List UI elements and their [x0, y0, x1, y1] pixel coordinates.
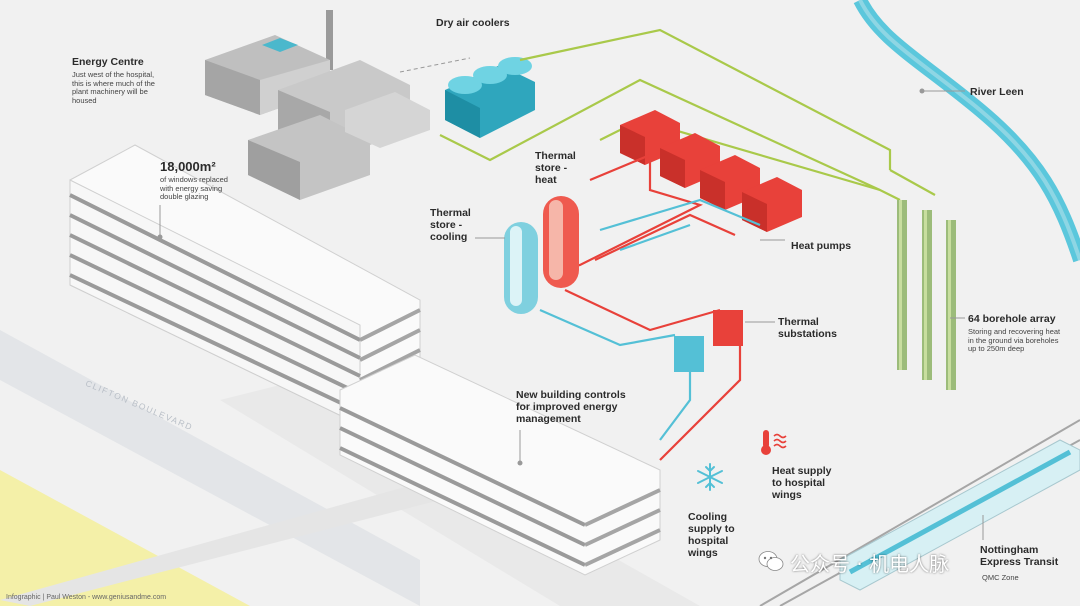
yellow-field — [0, 470, 250, 606]
borehole-array — [897, 200, 956, 390]
dry-air-coolers — [445, 57, 535, 138]
thermal-store-cooling-label: Thermal store - cooling — [430, 207, 471, 244]
watermark-text: 公众号 · 机电人脉 — [790, 552, 950, 576]
hospital-building-right — [339, 354, 661, 576]
heat-supply-label: Heat supply to hospital wings — [772, 465, 832, 502]
tram-label: Nottingham Express Transit — [980, 544, 1059, 569]
heat-pumps-label: Heat pumps — [791, 240, 852, 252]
energy-centre-description: Just west of the hospital, this is where… — [72, 70, 155, 105]
borehole-description: Storing and recovering heat in the groun… — [968, 327, 1061, 354]
energy-centre-buildings — [205, 10, 430, 200]
walkway — [0, 480, 440, 606]
callout-line — [399, 57, 471, 73]
pipework — [539, 153, 761, 461]
dry-air-coolers-label: Dry air coolers — [436, 17, 510, 29]
borehole-title: 64 borehole array — [968, 313, 1056, 325]
thermal-substations — [674, 310, 743, 372]
thermometer-icon — [761, 430, 787, 455]
cooling-supply-label: Cooling supply to hospital wings — [688, 511, 735, 560]
wechat-icon — [758, 551, 784, 571]
tram — [759, 419, 1080, 606]
thermal-store-heat-label: Thermal store - heat — [535, 150, 576, 187]
thermal-store-heat — [543, 196, 579, 288]
building-controls-label: New building controls for improved energ… — [516, 389, 626, 426]
windows-figure: 18,000m² — [160, 159, 216, 174]
windows-description: of windows replaced with energy saving d… — [160, 175, 228, 202]
road-surface — [0, 330, 420, 606]
thermal-store-cooling — [504, 222, 538, 314]
infographic-credit: Infographic | Paul Weston - www.geniusan… — [6, 594, 167, 601]
snowflake-icon — [697, 463, 723, 491]
energy-centre-title: Energy Centre — [72, 56, 144, 68]
river-leen-label: River Leen — [970, 86, 1024, 98]
tram-zone-label: QMC Zone — [982, 573, 1019, 582]
river-highlight — [858, 0, 1080, 261]
thermal-substations-label: Thermal substations — [778, 316, 837, 341]
heat-pumps — [620, 110, 802, 232]
